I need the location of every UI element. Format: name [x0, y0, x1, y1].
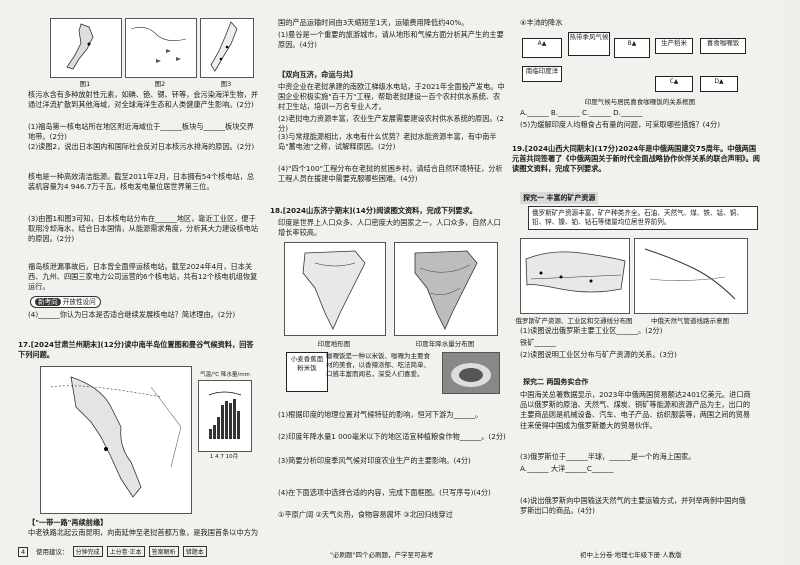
- map-indochina: [40, 366, 192, 514]
- question-17: 17.[2024甘肃兰州期末](12分)读中南半岛位置图和曼谷气候资料，回答下列…: [18, 340, 254, 360]
- map-figure-1: [50, 18, 122, 78]
- belt-road-text: 中老铁路北起云南昆明，向南延伸至老挝首都万象，是我国首条以中方为主投资建设、全线…: [28, 528, 259, 537]
- q19-part-1: (1)读图说出俄罗斯主要工业区______。(2分): [520, 326, 663, 335]
- belt-road-title: 【"一带一路"再续前缘】: [28, 518, 108, 527]
- climate-axis-label: 气温/℃ 降水量/mm: [200, 372, 250, 378]
- figure-caption-2: 图2: [154, 80, 166, 88]
- flow-caption: 印度气候与居民喜食咖喱饭的关系框图: [584, 98, 696, 106]
- footer-tag-3: 答案解析: [148, 546, 179, 557]
- question-4: (4)______你认为日本是否适合继续发展核电站？简述理由。(2分): [28, 310, 236, 319]
- mineral-box: 俄罗斯矿产资源丰富，矿产种类齐全。石油、天然气、煤、铁、锰、铜、铅、锌、镍、铂、…: [528, 206, 758, 230]
- middle-top-text: 国的产品运输时间由3天缩短至1天，运输费用降低约40%。: [278, 18, 469, 27]
- middle-paragraph-1: 中资企业在老挝承建的南欧江梯级水电站，于2021年全面投产发电。中国企业积极实施…: [278, 82, 505, 112]
- pipeline-caption: 中俄天然气管道线路示意图: [651, 317, 729, 325]
- footer-usage: 使用建议： 分钟完成 上分卷·正本 答案解析 错题本: [36, 546, 207, 557]
- right-footer: 初中上分卷·地理七年级下册·人教版: [580, 551, 682, 559]
- map-figure-2: [125, 18, 197, 78]
- q18-part-4: (4)在下面选项中选择合适的内容，完成下面框图。(只写序号)(4分): [278, 488, 491, 497]
- paragraph-fukushima: 福岛核泄漏事故后，日本曾全面停运核电站。截至2024年4月，日本关西、九州、四国…: [28, 262, 258, 292]
- india-rainfall-caption: 印度年降水量分布图: [415, 340, 475, 348]
- bangkok-climate-chart: [198, 380, 252, 452]
- explore-1-header: 探究一 丰富的矿产资源: [520, 192, 599, 204]
- flow-box-c: C▲: [655, 76, 693, 92]
- intro-text: 核污水含有多种放射性元素，如碘、铯、锶、钚等，会污染海洋生物，并通过洋流扩散到其…: [28, 90, 259, 110]
- map-india-rainfall: [394, 242, 498, 336]
- middle-question-2: (2)老挝电力资源丰富，农业生产发展需要建设农村供水系统的原因。(2分): [278, 114, 504, 134]
- middle-question-1: (1)曼谷是一个重要的旅游城市，请从地形和气候方面分析其产生的主要原因。(4分): [278, 30, 504, 50]
- india-terrain-caption: 印度地形图: [317, 340, 351, 348]
- question-1: (1)福岛第一核电站所在地区附近海域位于______板块与______板块交界地…: [28, 122, 254, 142]
- russia-map-caption: 俄罗斯矿产资源、工业区和交通线分布图: [515, 317, 633, 325]
- q19-part-3: (3)俄罗斯位于______半球，______是一个的海上国家。: [520, 452, 696, 461]
- flow-box-b: B▲: [614, 38, 650, 58]
- question-18: 18.[2024山东济宁期末](14分)阅读图文资料，完成下列要求。: [270, 206, 477, 215]
- flow-box-d: D▲: [700, 76, 738, 92]
- figure-caption-3: 图3: [220, 80, 232, 88]
- explore-2-header: 探究二 两国务实合作: [523, 378, 589, 386]
- q18-part-2: (2)印度年降水量1 000毫米以下的地区适宜种植粮食作物______。(2分): [278, 432, 506, 441]
- q19-part-3b: A.______ 大洋______C______: [520, 464, 614, 473]
- map-india-terrain: [284, 242, 386, 336]
- flow-box-rice: 生产稻米: [655, 38, 693, 54]
- middle-footer: "必刷题"四个必刷题，产学至可高考: [330, 551, 434, 559]
- q18-part-3: (3)简要分析印度季风气候对印度农业生产的主要影响。(4分): [278, 456, 471, 465]
- q19-part-4: (4)说出俄罗斯向中国输送天然气的主要运输方式，并列举两例中国向俄罗斯出口的商品…: [520, 496, 746, 516]
- open-question-label: 开放性设问: [62, 298, 96, 306]
- trade-paragraph: 中国海关总署数据显示，2023年中俄两国贸易额达2401亿美元。进口商品以俄罗斯…: [520, 390, 751, 430]
- middle-question-3: (3)与常规能源相比，水电有什么优势？老挝水能资源丰富，有中南半岛"蓄电池"之称…: [278, 132, 497, 152]
- footer-tag-1: 分钟完成: [72, 546, 103, 557]
- binding-margin: [784, 0, 800, 565]
- q19-part-2: (2)读图说明工业区分布与矿产资源的关系。(3分): [520, 350, 677, 359]
- footer-usage-label: 使用建议：: [36, 548, 69, 556]
- flow-box-monsoon: 热带季风气候: [568, 32, 610, 56]
- flow-blanks: A.______ B.______ C.______ D.______: [520, 108, 643, 117]
- new-direction-label: 新考向: [35, 298, 61, 306]
- q18-part-1: (1)根据印度的地理位置对气候特征的影响，恒河下游为______。: [278, 410, 483, 419]
- q19-part-1b: 铁矿______: [520, 338, 556, 347]
- footer-tag-2: 上分卷·正本: [106, 546, 145, 557]
- flow-box-a: A▲: [522, 38, 562, 58]
- map-pipeline: [634, 238, 748, 314]
- new-direction-tag: 新考向开放性设问: [30, 296, 101, 308]
- q18-options: ①平原广阔 ②天气炎热，食物容易腐坏 ③北回归线穿过: [278, 510, 453, 519]
- q18-part-5: (5)为缓解印度人均粮食占有量的问题，可采取哪些措施？(4分): [520, 120, 721, 129]
- flow-title: ④丰沛的降水: [520, 18, 563, 27]
- page-number: 4: [18, 547, 29, 557]
- paragraph-nuclear: 核电是一种高效清洁能源。截至2011年2月，日本拥有54个核电站，总装机容量为4…: [28, 172, 255, 192]
- question-2: (2)读图2，说出日本国内和国际社会反对日本核污水排海的原因。(2分): [28, 142, 255, 151]
- climate-month-label: 1 4 7 10月: [209, 454, 239, 460]
- section-title-mutual: 【双向互济，命运与共】: [278, 70, 358, 79]
- flow-box-indian-ocean: 南临印度洋: [522, 66, 562, 82]
- curry-text: 咖喱饭是一种以米饭、咖喱为主要食材的美食，以香辣浓郁、吃法简单、口感丰富而闻名，…: [326, 352, 430, 378]
- question-3: (3)由图1和图3可知，日本核电站分布在______地区，靠近工业区，便于取用冷…: [28, 214, 259, 244]
- question-19: 19.[2024山西大同期末](17分)2024年是中俄两国建交75周年。中俄两…: [512, 144, 760, 174]
- curry-photo: [442, 352, 500, 394]
- map-russia-minerals: [520, 238, 630, 314]
- footer-tag-4: 错题本: [182, 546, 207, 557]
- flow-box-curry: 喜食咖喱饭: [700, 38, 746, 54]
- food-label-box: 小麦香蕉面粉米饭: [286, 352, 328, 392]
- figure-caption-1: 图1: [79, 80, 91, 88]
- map-figure-3: [200, 18, 254, 78]
- middle-question-4: (4)"四个100"工程分布在老挝的贫困乡村，请结合自然环境特征，分析工程人员在…: [278, 164, 503, 184]
- question-18-desc: 印度是世界上人口众多、人口密度大的国家之一，人口众多，自然人口增长率较高。: [278, 218, 501, 238]
